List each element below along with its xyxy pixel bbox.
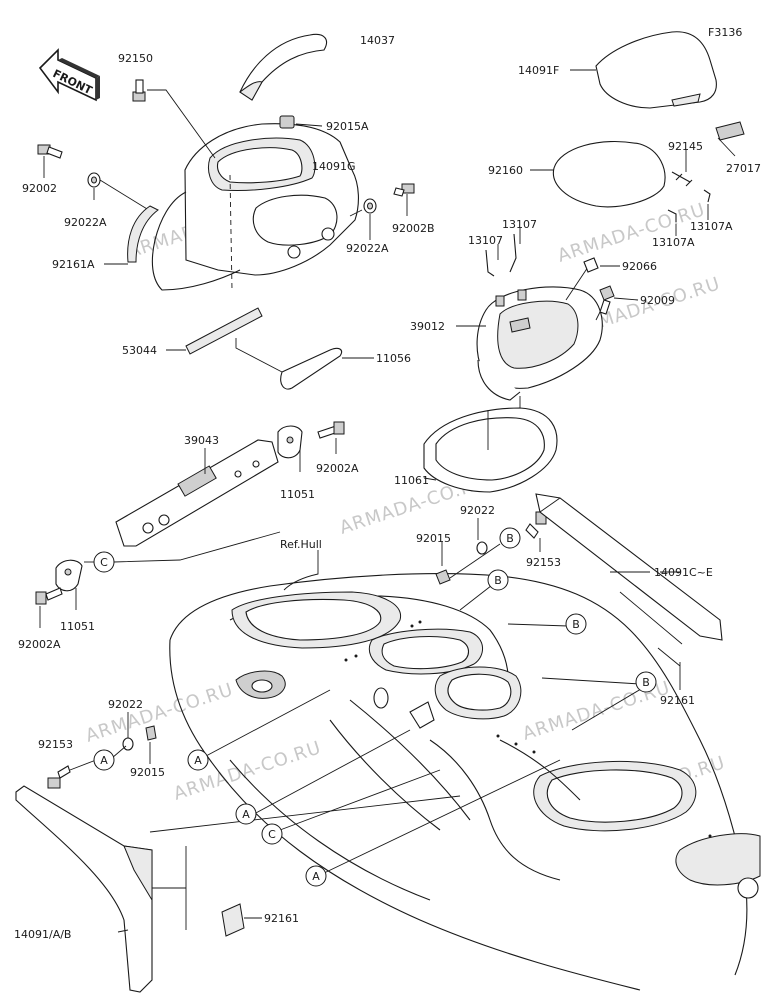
part-92160-mat <box>530 140 666 208</box>
bolt-92066 <box>583 257 620 273</box>
part-label: 11051 <box>280 488 315 501</box>
callout-circle-c-left: C <box>93 551 115 573</box>
part-label: 92009 <box>640 294 675 307</box>
part-label: 27017 <box>726 162 761 175</box>
part-14037-handle <box>239 33 328 101</box>
springs-13107 <box>485 228 521 277</box>
part-label: 14037 <box>360 34 395 47</box>
part-label: 11056 <box>376 352 411 365</box>
part-label: 92145 <box>668 140 703 153</box>
part-14091F-lid <box>570 31 717 109</box>
callout-circle-a: A <box>93 749 115 771</box>
part-label: 14091G <box>312 160 356 173</box>
watermark-text: ARMADA-CO.RU <box>555 199 708 267</box>
bracket-11051-upper <box>277 425 303 472</box>
callout-letter: A <box>194 754 202 767</box>
callout-circle-a: A <box>235 803 257 825</box>
part-label: 92022 <box>108 698 143 711</box>
hull-reference <box>169 550 761 991</box>
part-label: 14091/A/B <box>14 928 71 941</box>
fastener-cluster-upper <box>435 511 547 585</box>
fastener-cluster-lower <box>47 712 157 789</box>
part-label: 92015 <box>130 766 165 779</box>
part-label: 14091F <box>518 64 559 77</box>
part-14091G-cover <box>151 123 359 291</box>
callout-letter: A <box>242 808 250 821</box>
part-label: 39043 <box>184 434 219 447</box>
washer-92022A-right <box>349 198 377 240</box>
panel-39043 <box>115 439 279 547</box>
part-label: 92015A <box>326 120 369 133</box>
part-labels: 14037 92150 92015A 14091G 92002 92022A 9… <box>14 34 761 941</box>
part-label: 13107 <box>502 218 537 231</box>
callout-circle-b: B <box>487 569 509 591</box>
part-label: 13107 <box>468 234 503 247</box>
bolt-92150 <box>132 79 216 159</box>
part-label: 92015 <box>416 532 451 545</box>
bracket-11051-lower <box>55 559 100 610</box>
callout-leaders <box>113 531 647 875</box>
callout-circle-b: B <box>499 527 521 549</box>
part-label: 92153 <box>38 738 73 751</box>
callout-letter: A <box>312 870 320 883</box>
callout-letter: B <box>572 618 580 631</box>
part-label: 92153 <box>526 556 561 569</box>
part-label: 92022A <box>64 216 107 229</box>
watermark-text: ARMADA-CO.RU <box>171 737 324 805</box>
part-label: 11061 <box>394 474 429 487</box>
rod-53044 <box>166 307 263 355</box>
bolt-92002 <box>37 144 63 178</box>
part-label: 92002A <box>18 638 61 651</box>
callout-circle-a: A <box>187 749 209 771</box>
watermark-text: ARMADA-CO.RU <box>83 679 236 747</box>
callout-letter: A <box>100 754 108 767</box>
callout-letter: B <box>494 574 502 587</box>
bolt-92002A-lower <box>35 587 63 628</box>
part-label: 14091C~E <box>654 566 713 579</box>
callout-circle-b: B <box>635 671 657 693</box>
figure-code: F3136 <box>708 26 742 39</box>
part-label: 53044 <box>122 344 157 357</box>
clips-92145 <box>671 150 693 187</box>
side-panel-14091AB <box>15 785 187 993</box>
part-label: 92066 <box>622 260 657 273</box>
callout-letter: C <box>268 828 276 841</box>
bolt-92009 <box>599 285 639 315</box>
callout-letter: B <box>642 676 650 689</box>
part-label: 92022A <box>346 242 389 255</box>
part-label: 92161 <box>660 694 695 707</box>
bolt-92002A-upper <box>317 421 345 454</box>
callout-letter: B <box>506 532 514 545</box>
part-27017-pad <box>715 121 745 157</box>
part-label: 92150 <box>118 52 153 65</box>
strip-92161A <box>104 205 159 265</box>
callout-circle-a: A <box>305 865 327 887</box>
washer-92022A-left <box>87 172 153 213</box>
part-label: 92002A <box>316 462 359 475</box>
part-label: 92002B <box>392 222 435 235</box>
part-label: 13107A <box>690 220 733 233</box>
clip-92015A <box>279 115 323 129</box>
callout-letter: C <box>100 556 108 569</box>
callout-circle-c: C <box>261 823 283 845</box>
clips-13107A <box>667 189 711 236</box>
part-label: Ref.Hull <box>280 538 322 551</box>
part-label: 92160 <box>488 164 523 177</box>
strip-92161-lower <box>221 903 262 937</box>
part-label: 11051 <box>60 620 95 633</box>
part-39012-bin <box>456 263 607 401</box>
part-label: 92022 <box>460 504 495 517</box>
callout-circle-b: B <box>565 613 587 635</box>
part-label: 92002 <box>22 182 57 195</box>
part-label: 92161 <box>264 912 299 925</box>
part-label: 92161A <box>52 258 95 271</box>
side-panel-14091CE <box>535 493 723 690</box>
part-label: 13107A <box>652 236 695 249</box>
part-label: 39012 <box>410 320 445 333</box>
bracket-11056 <box>235 338 374 390</box>
front-arrow-icon: FRONT <box>38 48 100 102</box>
gasket-11061 <box>423 396 558 493</box>
bolt-92002B <box>393 183 415 216</box>
